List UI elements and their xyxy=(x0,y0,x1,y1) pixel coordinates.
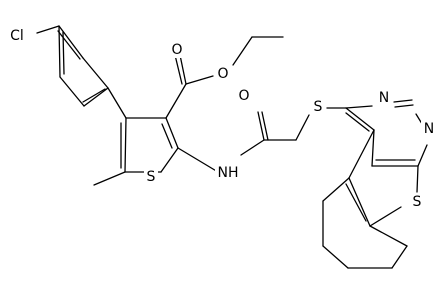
bond xyxy=(185,75,214,85)
bond xyxy=(391,245,408,269)
bond xyxy=(59,76,85,107)
pyrimidine-nitrogen-top-label: N xyxy=(379,90,389,106)
bond xyxy=(261,111,269,141)
bond xyxy=(345,105,373,109)
bond xyxy=(57,30,81,60)
bond-layer xyxy=(36,25,428,269)
amide-nitrogen-label: NH xyxy=(218,165,239,181)
bond xyxy=(345,183,367,222)
bond xyxy=(165,117,179,149)
bond xyxy=(58,25,84,59)
bond xyxy=(160,147,179,173)
bond xyxy=(165,83,187,119)
bond xyxy=(322,177,350,202)
bond xyxy=(82,88,106,103)
bond xyxy=(416,165,419,193)
bond xyxy=(369,225,408,247)
chlorine-atom: Cl xyxy=(2,27,29,45)
atom-label-layer: Cl O O O S NH S N xyxy=(2,27,437,210)
bond xyxy=(232,36,253,66)
chlorine-label: Cl xyxy=(10,28,24,44)
pyrimidine-nitrogen-top: N xyxy=(376,90,392,106)
fused-thiophene-sulfur-label: S xyxy=(413,194,422,210)
bond xyxy=(393,99,413,103)
bond xyxy=(348,129,375,179)
bond xyxy=(345,107,375,131)
bond xyxy=(82,57,109,89)
bond xyxy=(348,177,371,227)
bond xyxy=(161,123,173,149)
bond xyxy=(240,139,265,156)
bond xyxy=(257,111,265,141)
pyrimidine-nitrogen-bottom-label: N xyxy=(424,121,434,137)
fused-thiophene-sulfur: S xyxy=(410,194,424,210)
bond xyxy=(62,31,65,75)
amide-oxygen-label: O xyxy=(238,88,249,104)
thioether-sulfur: S xyxy=(311,99,325,115)
bond xyxy=(107,87,127,119)
pyrimidine-nitrogen-bottom: N xyxy=(421,121,437,137)
bond xyxy=(124,117,127,173)
bond xyxy=(345,112,370,132)
bond xyxy=(417,144,428,167)
bond xyxy=(177,147,219,173)
bond xyxy=(322,245,349,269)
thiophene-sulfur: S xyxy=(144,169,158,185)
ester-ether-oxygen-label: O xyxy=(217,66,228,82)
thiophene-sulfur-label: S xyxy=(147,169,156,185)
bond xyxy=(36,25,60,34)
bond xyxy=(83,87,109,107)
ester-carbonyl-oxygen: O xyxy=(170,42,184,58)
bond xyxy=(179,54,187,85)
ester-carbonyl-oxygen-label: O xyxy=(171,42,182,58)
bond xyxy=(371,129,375,167)
bond xyxy=(369,206,402,227)
bond xyxy=(174,54,183,85)
bond xyxy=(58,25,61,78)
bond xyxy=(394,104,414,108)
thioether-sulfur-label: S xyxy=(314,99,323,115)
ester-ether-oxygen: O xyxy=(216,66,230,82)
amide-oxygen: O xyxy=(237,88,251,104)
bond xyxy=(93,171,126,186)
amide-nitrogen: NH xyxy=(215,165,242,181)
bond xyxy=(295,114,310,141)
